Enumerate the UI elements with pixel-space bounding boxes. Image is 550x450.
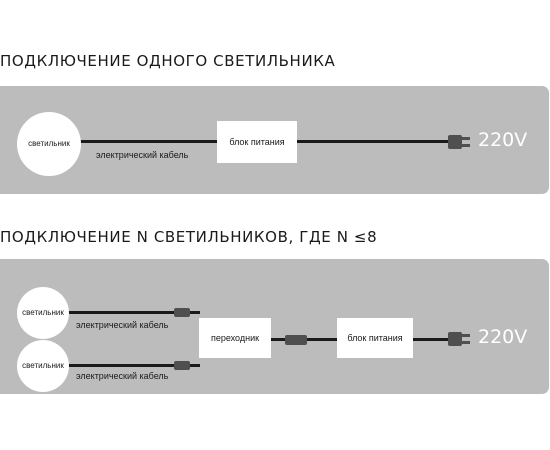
cable-label-1: электрический кабель bbox=[76, 320, 169, 330]
voltage-label: 220V bbox=[478, 129, 528, 151]
cable-wire-2-end bbox=[188, 364, 200, 367]
adapter-label: переходник bbox=[210, 333, 260, 343]
luminaire-circle-2: светильник bbox=[17, 340, 69, 392]
section2-panel bbox=[0, 259, 549, 394]
cable-label-2: электрический кабель bbox=[76, 371, 169, 381]
power-supply-label-2: блок питания bbox=[347, 333, 403, 343]
luminaire-label-2: светильник bbox=[22, 361, 64, 370]
section2-title: ПОДКЛЮЧЕНИЕ N СВЕТИЛЬНИКОВ, ГДЕ N ≤8 bbox=[0, 228, 378, 246]
luminaire-label-1: светильник bbox=[22, 308, 64, 317]
cable-wire-1-end bbox=[188, 311, 200, 314]
connector-2 bbox=[174, 361, 190, 370]
adapter-connector bbox=[285, 335, 307, 345]
voltage-label-2: 220V bbox=[478, 326, 528, 348]
power-supply-label: блок питания bbox=[229, 137, 285, 147]
cable-label: электрический кабель bbox=[96, 150, 189, 160]
power-supply-box: блок питания bbox=[217, 121, 297, 163]
luminaire-circle: светильник bbox=[17, 112, 81, 176]
power-wire-2 bbox=[412, 338, 452, 341]
luminaire-circle-1: светильник bbox=[17, 287, 69, 339]
luminaire-label: светильник bbox=[28, 139, 70, 148]
plug-icon bbox=[448, 135, 470, 149]
power-supply-box-2: блок питания bbox=[337, 318, 413, 358]
adapter-box: переходник bbox=[199, 318, 271, 358]
plug-icon-2 bbox=[448, 332, 470, 346]
connector-1 bbox=[174, 308, 190, 317]
cable-wire-2 bbox=[66, 364, 176, 367]
power-wire bbox=[297, 140, 452, 143]
section1-title: ПОДКЛЮЧЕНИЕ ОДНОГО СВЕТИЛЬНИКА bbox=[0, 52, 336, 70]
cable-wire bbox=[78, 140, 220, 143]
cable-wire-1 bbox=[66, 311, 176, 314]
